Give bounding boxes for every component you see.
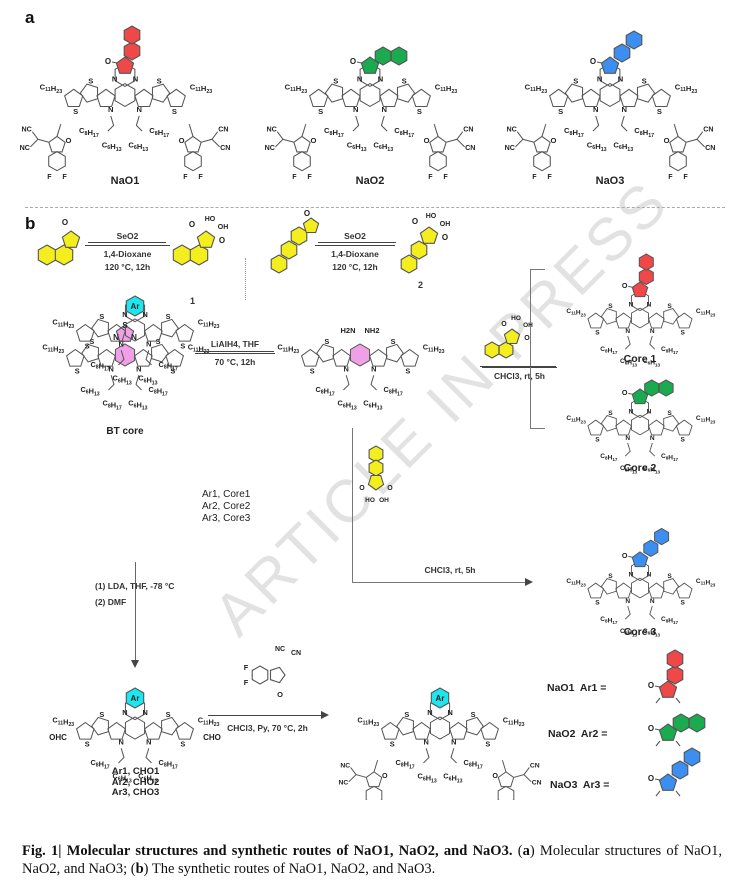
caption-letter-b: b	[135, 861, 144, 877]
caption-text-a: ) Molecular structures of NaO1, NaO2, an…	[22, 843, 723, 877]
ar-definition-3: NaO3 Ar3 =	[550, 779, 610, 791]
step1-temp: 120 °C, 12h	[104, 262, 151, 272]
aldehyde-list-item: Ar1, CHO1	[111, 766, 160, 777]
core-list-item: Ar1, Core1	[202, 489, 251, 500]
figure-caption: Fig. 1| Molecular structures and synthet…	[22, 842, 722, 878]
core-list-item: Ar2, Core2	[202, 501, 251, 512]
condensation-1-arrow	[480, 366, 556, 367]
step2-conditions: SeO2 1,4-Dioxane 120 °C, 12h	[315, 230, 395, 274]
arrowhead-icon	[321, 711, 329, 719]
panel-a-label: a	[25, 8, 35, 27]
core-2-label: Core 2	[623, 462, 657, 474]
arrowhead-icon	[525, 578, 533, 586]
caption-text: (	[517, 843, 523, 859]
knoevenagel-arrow	[208, 715, 323, 716]
formylation-arrow	[135, 562, 136, 662]
reduction-arrow	[196, 351, 274, 352]
aldehyde-list-item: Ar2, CHO2	[111, 776, 160, 788]
bt-core-label: BT core	[106, 426, 144, 437]
condensation-1-conditions: CHCl3, rt, 5h	[482, 365, 557, 383]
step2-reagent: SeO2	[344, 231, 366, 241]
panel-divider	[25, 207, 725, 208]
caption-text-b: ) The synthetic routes of NaO1, NaO2, an…	[143, 861, 436, 877]
aldehyde-list-item: Ar3, CHO3	[111, 787, 160, 798]
core-3-label: Core 3	[623, 626, 657, 638]
core-list-item: Ar3, Core3	[202, 513, 251, 524]
aldehyde-list: Ar1, CHO1 Ar2, CHO2 Ar3, CHO3	[88, 766, 183, 799]
condensation-3-arrow	[352, 428, 528, 583]
step2-solvent: 1,4-Dioxane	[331, 249, 379, 259]
step1-conditions: SeO2 1,4-Dioxane 120 °C, 12h	[85, 230, 170, 274]
compound-2-label: 2	[418, 280, 424, 290]
reduction-conditions: LiAlH4, THF 70 °C, 12h	[195, 338, 275, 369]
step2-temp: 120 °C, 12h	[332, 262, 378, 272]
core-1-label: Core 1	[623, 353, 657, 365]
arrowhead-icon	[131, 660, 139, 668]
ar-definition-2: NaO2 Ar2 =	[548, 728, 608, 740]
panel-b-label: b	[25, 214, 36, 233]
caption-title: Fig. 1| Molecular structures and synthet…	[22, 843, 513, 859]
ar-definition-1: NaO1 Ar1 =	[547, 682, 607, 694]
core-list: Ar1, Core1 Ar2, Core2 Ar3, Core3	[202, 489, 250, 525]
compound-1-label: 1	[190, 296, 196, 306]
caption-letter-a: a	[522, 843, 530, 859]
knoevenagel-conditions: CHCl3, Py, 70 °C, 2h	[227, 723, 308, 733]
step2-arrow	[318, 242, 396, 243]
formylation-step2: (2) DMF	[95, 597, 127, 607]
step1-solvent: 1,4-Dioxane	[103, 249, 152, 259]
condensation-1-text: CHCl3, rt, 5h	[493, 371, 545, 381]
panel-a	[0, 0, 739, 200]
step1-reagent: SeO2	[116, 231, 139, 241]
route-divider	[245, 258, 246, 300]
reduction-temp: 70 °C, 12h	[214, 357, 256, 367]
reduction-reagent: LiAlH4, THF	[210, 339, 260, 349]
condensation-3-conditions: CHCl3, rt, 5h	[424, 565, 476, 575]
panel-b: SeO2 1,4-Dioxane 120 °C, 12h 1 SeO2 1,4-…	[0, 200, 739, 800]
formylation-step1: (1) LDA, THF, -78 °C	[95, 581, 175, 591]
step1-arrow	[88, 242, 166, 243]
cores-bracket	[530, 269, 545, 429]
